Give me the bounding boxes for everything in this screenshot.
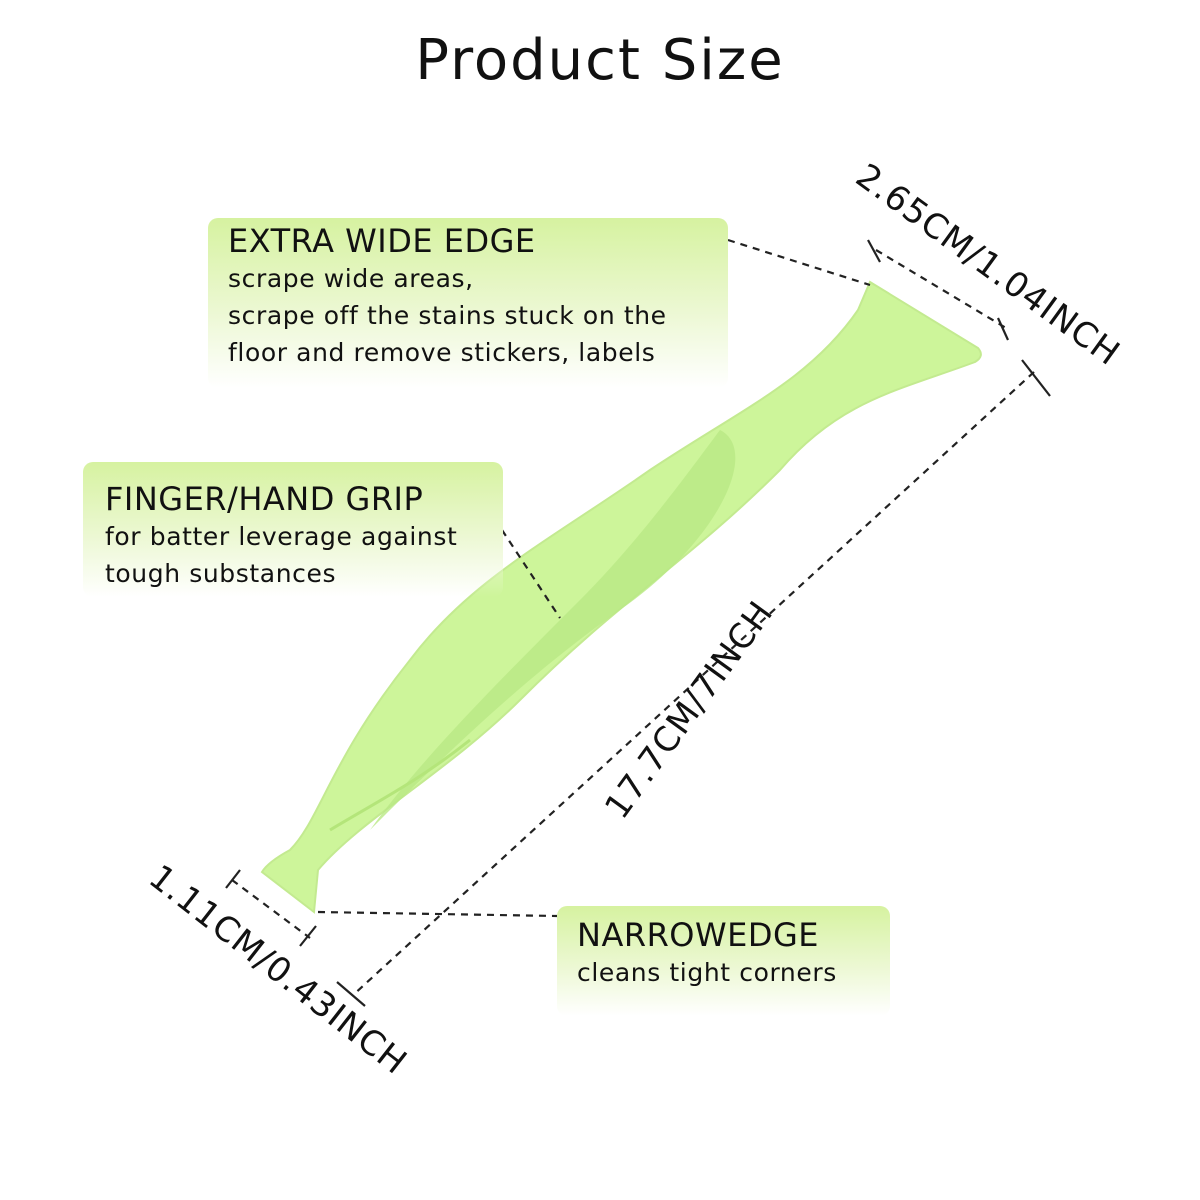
callout-line: scrape wide areas,: [228, 264, 474, 293]
dim-line-narrow: [231, 879, 311, 939]
leader-wide-edge: [727, 238, 871, 287]
callout-extra-wide-edge: EXTRA WIDE EDGE scrape wide areas, scrap…: [208, 218, 728, 388]
callout-line: cleans tight corners: [577, 958, 837, 987]
callout-line: for batter leverage against: [105, 522, 458, 551]
callout-heading: FINGER/HAND GRIP: [105, 480, 424, 518]
callout-line: tough substances: [105, 559, 337, 588]
leader-narrow-edge: [317, 910, 558, 918]
callout-narrow-edge: NARROWEDGE cleans tight corners: [557, 906, 890, 1016]
dim-line-length: [351, 371, 1035, 997]
callout-heading: EXTRA WIDE EDGE: [228, 222, 536, 260]
callout-line: scrape off the stains stuck on the: [228, 301, 667, 330]
callout-finger-grip: FINGER/HAND GRIP for batter leverage aga…: [83, 462, 503, 597]
leader-grip: [501, 529, 561, 619]
callout-heading: NARROWEDGE: [577, 916, 819, 954]
page-title: Product Size: [415, 28, 785, 93]
grip-recess: [370, 430, 736, 830]
callout-line: floor and remove stickers, labels: [228, 338, 656, 367]
